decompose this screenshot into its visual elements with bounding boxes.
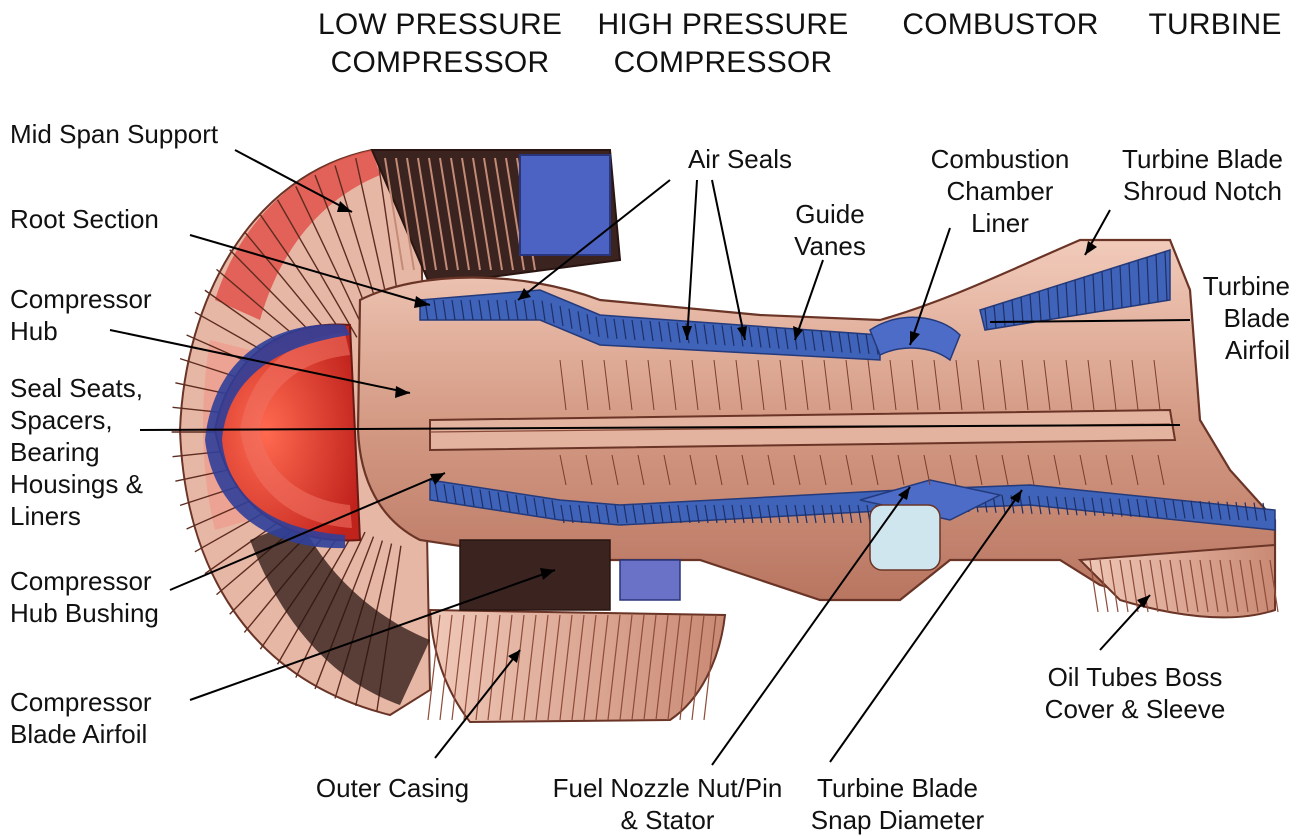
header-high-pressure-compressor: HIGH PRESSURE COMPRESSOR	[588, 6, 858, 82]
label-turbine-blade-airfoil: Turbine Blade Airfoil	[1170, 270, 1290, 366]
label-seal-seats: Seal Seats, Spacers, Bearing Housings & …	[10, 372, 143, 532]
header-turbine: TURBINE	[1140, 6, 1290, 44]
label-guide-vanes: Guide Vanes	[780, 198, 880, 262]
label-compressor-blade-airfoil: Compressor Blade Airfoil	[10, 686, 152, 750]
label-oil-tubes-boss: Oil Tubes Boss Cover & Sleeve	[1030, 661, 1240, 725]
label-outer-casing: Outer Casing	[300, 772, 485, 804]
header-low-pressure-compressor: LOW PRESSURE COMPRESSOR	[310, 6, 570, 82]
label-root-section: Root Section	[10, 203, 159, 235]
label-compressor-hub: Compressor Hub	[10, 283, 152, 347]
header-combustor: COMBUSTOR	[893, 6, 1108, 44]
label-turbine-blade-snap-diameter: Turbine Blade Snap Diameter	[800, 772, 995, 836]
label-turbine-blade-shroud-notch: Turbine Blade Shroud Notch	[1110, 143, 1295, 207]
label-combustion-chamber-liner: Combustion Chamber Liner	[915, 143, 1085, 239]
label-fuel-nozzle: Fuel Nozzle Nut/Pin & Stator	[540, 772, 795, 836]
label-air-seals: Air Seals	[670, 143, 810, 175]
label-compressor-hub-bushing: Compressor Hub Bushing	[10, 565, 159, 629]
label-mid-span-support: Mid Span Support	[10, 118, 218, 150]
